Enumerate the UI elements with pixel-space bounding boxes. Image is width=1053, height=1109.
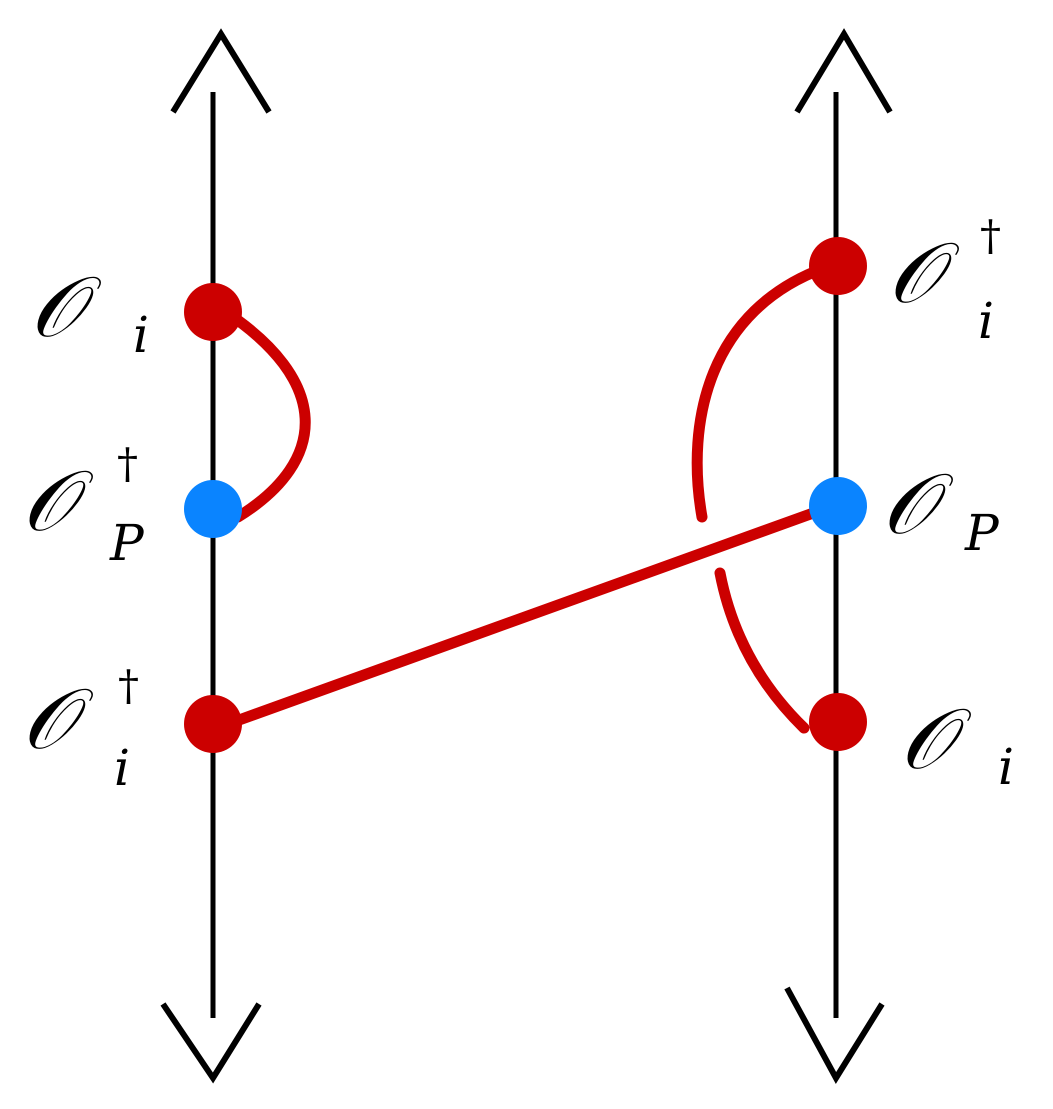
left-middle-label: 𝒪 † P [22, 439, 145, 572]
right-top-label-sub: i [978, 292, 994, 350]
right-bottom-label: 𝒪 i [900, 690, 1014, 796]
left-middle-label-sup: † [117, 439, 138, 488]
right-bottom-label-base: 𝒪 [900, 690, 972, 788]
right-down-arrowhead [784, 986, 885, 1084]
right-arc-upper [691, 262, 830, 523]
left-down-arrowhead [160, 1002, 262, 1084]
left-top-operator-dot [184, 283, 242, 341]
operator-points [184, 237, 867, 753]
left-middle-label-sub: P [109, 514, 145, 572]
right-up-arrowhead [794, 28, 893, 114]
left-bottom-label-base: 𝒪 [22, 670, 94, 768]
left-top-label-base: 𝒪 [30, 258, 102, 356]
right-bottom-label-sub: i [998, 738, 1014, 796]
left-bottom-label-sup: † [118, 661, 139, 710]
left-arc-contraction [217, 304, 311, 523]
right-arc-lower [714, 567, 810, 734]
left-up-arrowhead [170, 28, 272, 114]
right-middle-label-sub: P [964, 504, 1000, 562]
left-middle-operator-dot [184, 480, 242, 538]
left-middle-label-base: 𝒪 [22, 452, 94, 550]
left-top-label: 𝒪 i [30, 258, 149, 364]
cross-contraction [222, 501, 836, 730]
left-bottom-label: 𝒪 † i [22, 661, 139, 797]
right-top-label-sup: † [980, 211, 1001, 260]
left-time-line [160, 28, 272, 1084]
left-top-label-sub: i [133, 306, 149, 364]
right-middle-label-base: 𝒪 [882, 455, 954, 553]
right-top-label: 𝒪 † i [888, 211, 1001, 350]
right-time-line [784, 28, 893, 1084]
right-top-label-base: 𝒪 [888, 224, 960, 322]
left-bottom-label-sub: i [114, 739, 130, 797]
right-middle-label: 𝒪 P [882, 455, 1000, 562]
right-middle-operator-dot [809, 477, 867, 535]
wick-contractions [217, 262, 836, 734]
left-bottom-operator-dot [184, 695, 242, 753]
right-bottom-operator-dot [809, 693, 867, 751]
right-top-operator-dot [809, 237, 867, 295]
